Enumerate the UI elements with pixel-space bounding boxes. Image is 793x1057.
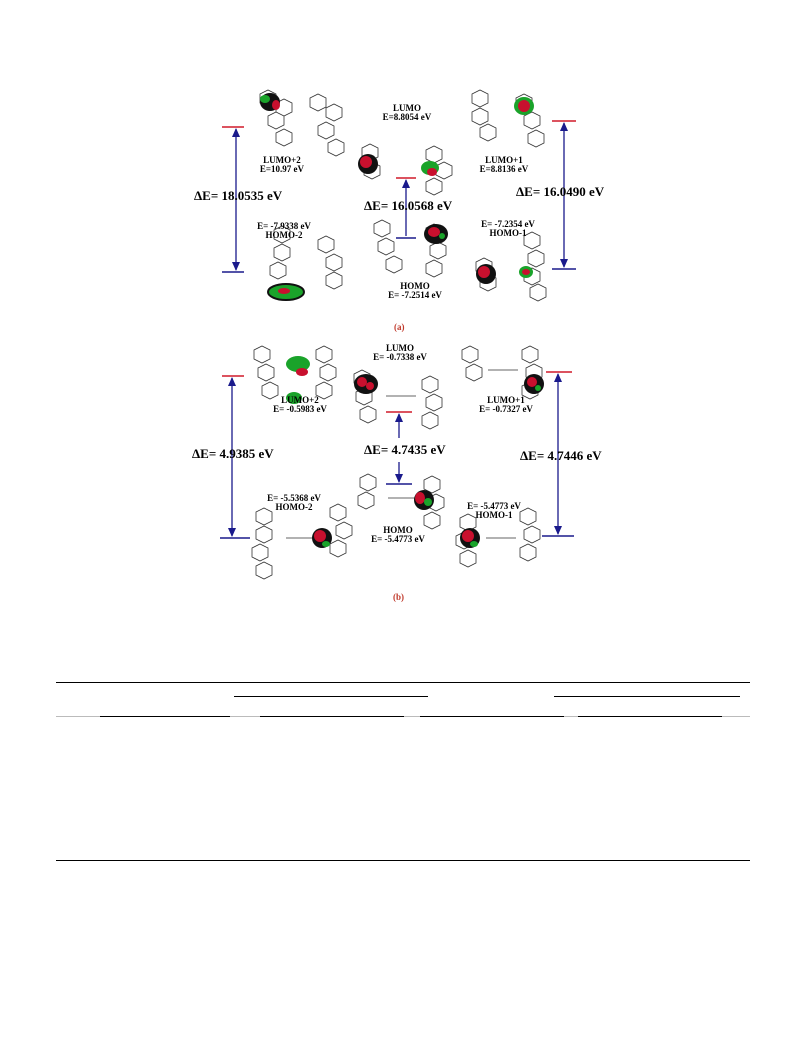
orbital-name: HOMO: [400, 281, 430, 291]
table-column-rule-2: [260, 716, 404, 717]
molecule-homo1: [455, 507, 541, 568]
orbital-energy: E= -7.9338 eV: [257, 221, 311, 231]
label-lumo1: LUMO+1 E=8.8136 eV: [474, 156, 534, 174]
gap-right-label: ΔE= 16.0490 eV: [516, 184, 605, 199]
orbital-name: HOMO-1: [489, 228, 527, 238]
caption-a: (a): [394, 322, 405, 332]
molecule-lumo1: [461, 345, 544, 400]
arrow-head-down-icon: [395, 474, 403, 483]
orbital-name: LUMO+2: [263, 155, 301, 165]
arrow-head-up-icon: [232, 128, 240, 137]
arrow-head-up-icon: [560, 122, 568, 131]
orbital-name: HOMO-1: [475, 510, 513, 520]
arrow-head-up-icon: [402, 179, 410, 188]
molecule-lumo2: [253, 345, 337, 404]
orbital-name: HOMO-2: [265, 230, 303, 240]
orbital-name: LUMO: [386, 343, 414, 353]
label-lumo2: LUMO+2 E=10.97 eV: [252, 156, 312, 174]
orbital-energy: E= -5.4773 eV: [371, 534, 425, 544]
molecule-lumo2: [259, 89, 345, 157]
label-homo: HOMO E= -7.2514 eV: [380, 282, 450, 300]
molecule-lumo: [358, 143, 453, 196]
table-group-rule-1: [234, 696, 428, 697]
orbital-energy: E= -0.5983 eV: [273, 404, 327, 414]
molecule-homo1: [475, 231, 547, 302]
molecule-lumo: [353, 369, 443, 430]
table-column-rule-1: [100, 716, 230, 717]
label-homo: HOMO E= -5.4773 eV: [358, 526, 438, 544]
orbital-energy: E=8.8136 eV: [479, 164, 529, 174]
orbital-name: LUMO+1: [487, 395, 525, 405]
orbital-energy: E= -7.2514 eV: [388, 290, 442, 300]
orbital-energy: E= -5.4773 eV: [467, 501, 521, 511]
table-top-rule: [56, 682, 750, 683]
orbital-energy: E=10.97 eV: [259, 164, 305, 174]
gap-center-label: ΔE= 16.0568 eV: [364, 198, 453, 213]
figure-a: LUMO E=8.8054 eV LUMO+2 E=10.97 eV LUMO+…: [190, 88, 610, 324]
label-lumo: LUMO E=8.8054 eV: [372, 104, 442, 122]
gap-left-label: ΔE= 4.9385 eV: [192, 446, 274, 461]
table-column-rule-3: [420, 716, 564, 717]
label-homo2: E= -5.5368 eV HOMO-2: [256, 494, 332, 512]
orbital-energy: E= -0.7338 eV: [373, 352, 427, 362]
orbital-energy: E=8.8054 eV: [382, 112, 432, 122]
orbital-energy: E= -7.2354 eV: [481, 219, 535, 229]
orbital-name: LUMO: [393, 103, 421, 113]
table-column-rule-4: [578, 716, 722, 717]
molecule-homo2: [267, 225, 343, 301]
arrow-head-down-icon: [560, 259, 568, 268]
gap-left-label: ΔE= 18.0535 eV: [194, 188, 283, 203]
molecule-homo: [373, 219, 448, 278]
molecule-lumo1: [471, 89, 545, 148]
molecule-homo2: [251, 503, 353, 580]
label-homo2: E= -7.9338 eV HOMO-2: [254, 222, 314, 240]
orbital-name: LUMO+2: [281, 395, 319, 405]
arrow-head-down-icon: [228, 528, 236, 537]
label-lumo: LUMO E= -0.7338 eV: [362, 344, 438, 362]
orbital-energy: E= -5.5368 eV: [267, 493, 321, 503]
label-homo1: E= -7.2354 eV HOMO-1: [478, 220, 538, 238]
label-lumo2: LUMO+2 E= -0.5983 eV: [262, 396, 338, 414]
arrow-head-down-icon: [554, 526, 562, 535]
gap-center-label: ΔE= 4.7435 eV: [364, 442, 446, 457]
orbital-name: LUMO+1: [485, 155, 523, 165]
figure-b: LUMO E= -0.7338 eV LUMO+2 E= -0.5983 eV …: [190, 340, 610, 590]
table-bottom-rule: [56, 860, 750, 861]
caption-b: (b): [393, 592, 404, 602]
arrow-head-up-icon: [228, 377, 236, 386]
arrow-head-up-icon: [554, 373, 562, 382]
arrow-head-down-icon: [232, 262, 240, 271]
figure-b-diagram: [220, 345, 574, 580]
orbital-name: HOMO: [383, 525, 413, 535]
molecule-homo: [357, 473, 445, 530]
gap-right-label: ΔE= 4.7446 eV: [520, 448, 602, 463]
figure-a-diagram: [222, 89, 576, 302]
orbital-energy: E= -0.7327 eV: [479, 404, 533, 414]
arrow-head-up-icon: [395, 413, 403, 422]
orbital-name: HOMO-2: [275, 502, 313, 512]
label-lumo1: LUMO+1 E= -0.7327 eV: [468, 396, 544, 414]
table-group-rule-2: [554, 696, 740, 697]
label-homo1: E= -5.4773 eV HOMO-1: [456, 502, 532, 520]
